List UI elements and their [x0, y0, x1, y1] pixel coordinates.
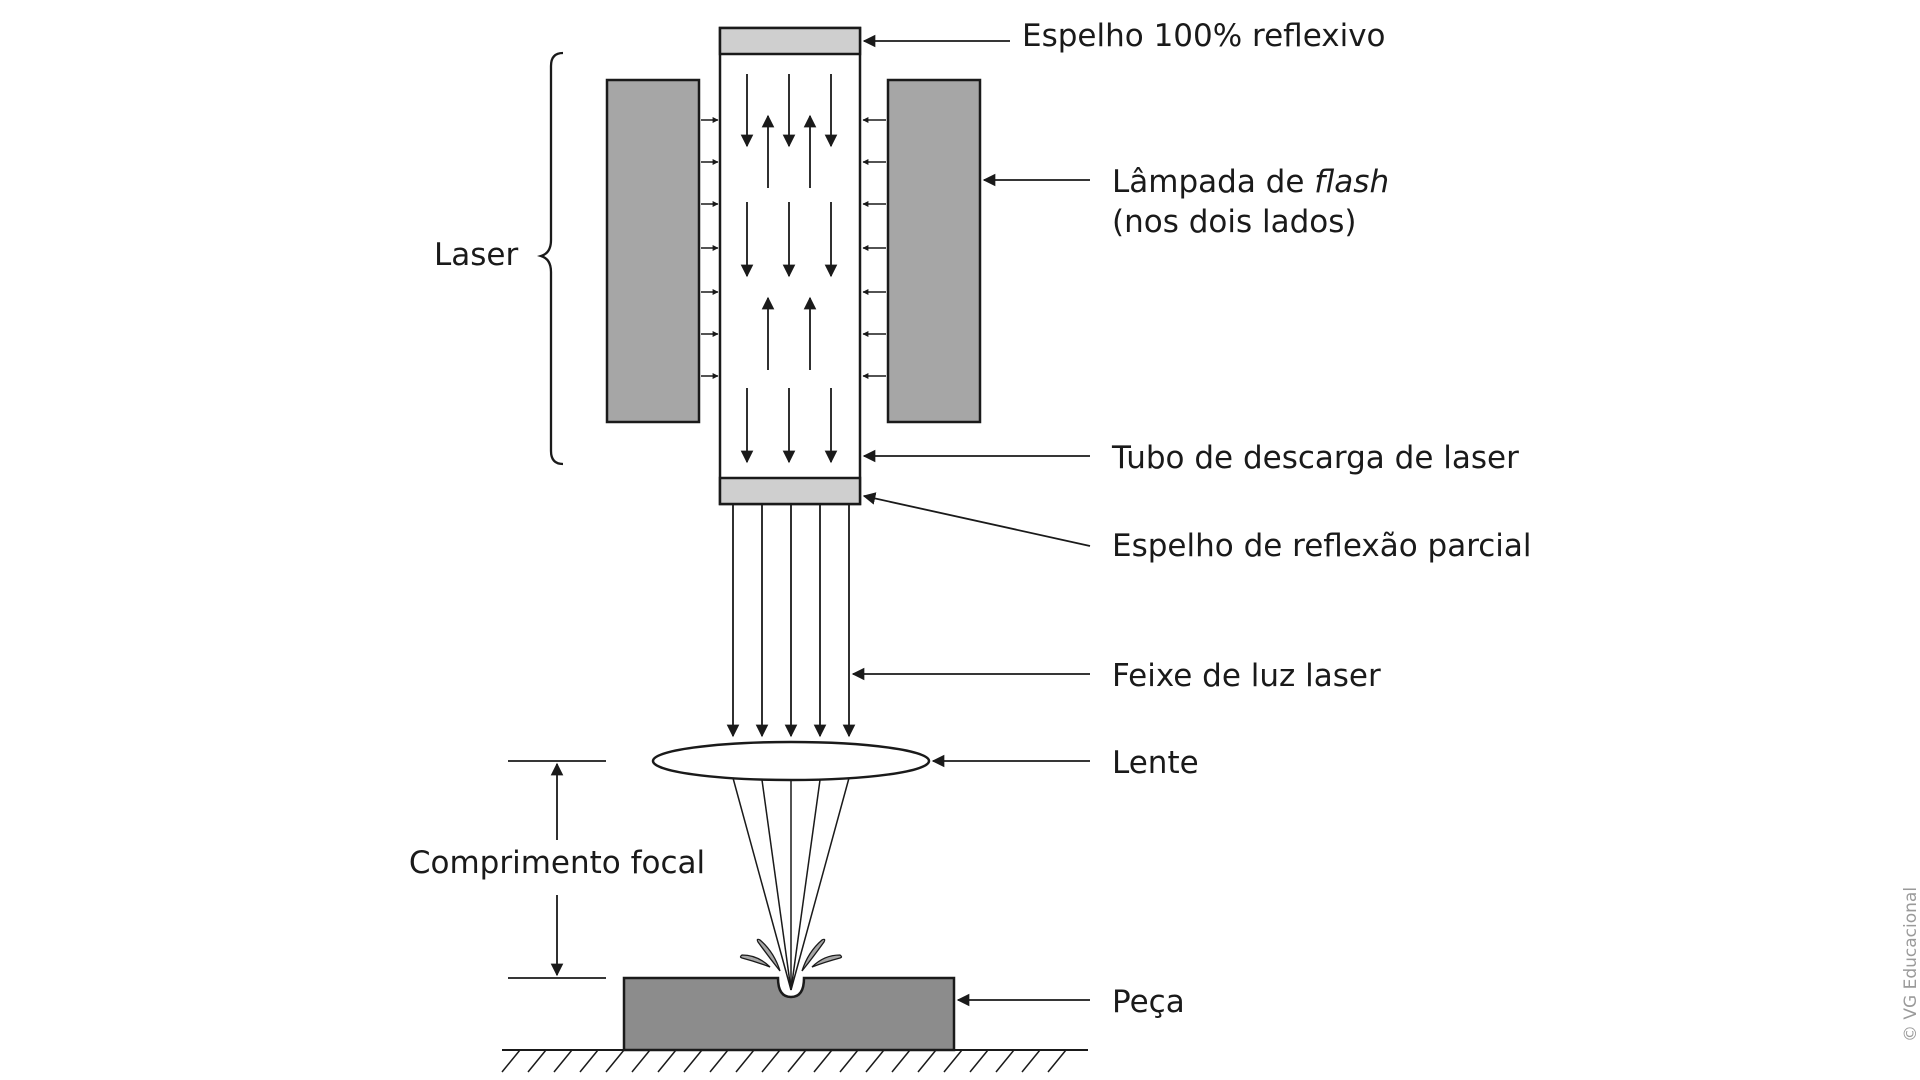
- lamp-emission-arrows-left: [701, 117, 719, 379]
- ground-hatch-mark: [709, 1049, 729, 1073]
- flash-lamp-left: [605, 78, 701, 424]
- lens: [651, 740, 931, 782]
- ground-hatch-mark: [943, 1049, 963, 1073]
- leader-lines: [851, 34, 1091, 1007]
- label-flash-lamp: Lâmpada de flash: [1112, 164, 1389, 200]
- lamp-emission-arrows-right: [862, 117, 886, 379]
- ground-hatch-mark: [969, 1049, 989, 1073]
- ground-hatch-mark: [657, 1049, 677, 1073]
- focused-rays: [732, 777, 850, 991]
- ground-hatch-mark: [579, 1049, 599, 1073]
- ground-hatch-mark: [1021, 1049, 1041, 1073]
- workpiece: [622, 976, 956, 1052]
- ground-hatch-mark: [761, 1049, 781, 1073]
- ground-hatch-mark: [631, 1049, 651, 1073]
- ground-surface: [501, 1049, 1088, 1073]
- flash-lamp-right: [886, 78, 982, 424]
- ground-hatch-mark: [891, 1049, 911, 1073]
- label-mirror-partial: Espelho de reflexão parcial: [1112, 528, 1532, 564]
- mirror-100-percent: [718, 26, 862, 56]
- ground-hatch-mark: [501, 1049, 521, 1073]
- label-beam: Feixe de luz laser: [1112, 658, 1381, 694]
- leader-mirror-partial: [862, 492, 1091, 547]
- ground-hatch-mark: [735, 1049, 755, 1073]
- label-workpiece: Peça: [1112, 984, 1185, 1020]
- ground-hatch-mark: [683, 1049, 703, 1073]
- mirror-partial-reflection: [718, 476, 862, 506]
- label-tube: Tubo de descarga de laser: [1111, 440, 1519, 476]
- label-flash-lamp-italic: flash: [1314, 164, 1389, 200]
- credit-text: © VG Educacional: [1901, 887, 1920, 1042]
- spatter-droplets: [739, 938, 843, 972]
- label-flash-lamp-line2: (nos dois lados): [1112, 204, 1356, 240]
- ground-hatch-mark: [787, 1049, 807, 1073]
- label-mirror-full: Espelho 100% reflexivo: [1022, 18, 1386, 54]
- ground-hatch-mark: [553, 1049, 573, 1073]
- label-lens: Lente: [1112, 745, 1199, 781]
- ground-hatch-mark: [1047, 1049, 1067, 1073]
- ground-hatch-mark: [839, 1049, 859, 1073]
- label-laser: Laser: [434, 237, 518, 273]
- laser-brace: [537, 51, 564, 466]
- tube-internal-arrows: [740, 74, 838, 464]
- ground-hatch-mark: [605, 1049, 625, 1073]
- ground-hatch-mark: [995, 1049, 1015, 1073]
- ground-hatch-mark: [527, 1049, 547, 1073]
- ground-hatch-mark: [917, 1049, 937, 1073]
- ground-hatch-mark: [813, 1049, 833, 1073]
- laser-discharge-tube: [718, 26, 862, 506]
- laser-beam: [726, 504, 856, 738]
- ground-hatch-mark: [865, 1049, 885, 1073]
- focal-length-dimension: [508, 760, 606, 979]
- label-flash-lamp-prefix: Lâmpada de: [1112, 164, 1314, 200]
- label-focal-length: Comprimento focal: [409, 845, 705, 881]
